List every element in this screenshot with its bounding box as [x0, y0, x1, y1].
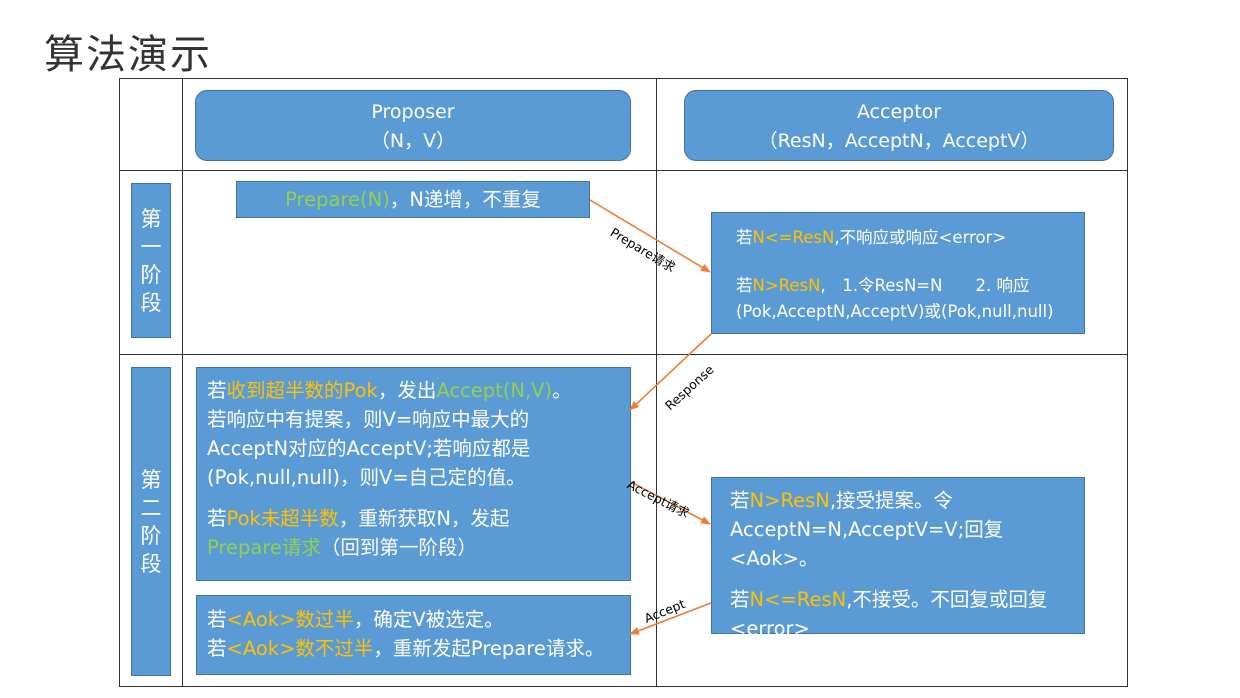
- proposer-result-box: 若<Aok>数过半，确定V被选定。 若<Aok>数不过半，重新发起Prepare…: [196, 595, 631, 675]
- acceptor-header: Acceptor （ResN，AcceptN，AcceptV）: [684, 90, 1114, 161]
- acceptor-prepare-box: 若N<=ResN,不响应或响应<error> 若N>ResN, 1.令ResN=…: [711, 212, 1085, 334]
- acceptor-state: （ResN，AcceptN，AcceptV）: [758, 130, 1040, 152]
- stage-one-char: 一: [140, 234, 162, 259]
- proposer-accept-line-1: 若收到超半数的Pok，发出Accept(N,V)。: [207, 379, 572, 402]
- proposer-prepare-box: Prepare(N)，N递增，不重复: [236, 181, 590, 218]
- proposer-name: Proposer: [371, 101, 455, 123]
- accept-request-arrow: [630, 481, 711, 525]
- proposer-result-line-2: 若<Aok>数不过半，重新发起Prepare请求。: [207, 637, 605, 660]
- stage-two-char: 二: [140, 495, 162, 520]
- acceptor-accept-line-4: <error>: [730, 617, 810, 640]
- proposer-accept-line-5: 若Pok未超半数，重新获取N，发起: [207, 507, 510, 530]
- acceptor-prepare-line-3: (Pok,AcceptN,AcceptV)或(Pok,null,null): [736, 302, 1054, 321]
- proposer-accept-line-6: Prepare请求（回到第一阶段）: [207, 536, 477, 559]
- acceptor-accept-line-1: 若N>ResN,接受提案。令: [730, 489, 954, 512]
- prepare-arrow: [589, 199, 711, 273]
- proposer-header: Proposer （N，V）: [195, 90, 631, 161]
- prepare-note: ，N递增，不重复: [389, 188, 541, 211]
- stage-one-char: 第: [140, 206, 162, 231]
- page-title: 算法演示: [44, 32, 212, 78]
- response-arrow: [629, 333, 712, 411]
- proposer-result-line-1: 若<Aok>数过半，确定V被选定。: [207, 608, 504, 631]
- acceptor-prepare-line-2: 若N>ResN, 1.令ResN=N 2. 响应: [736, 276, 1030, 295]
- proposer-state: （N，V）: [370, 130, 456, 152]
- acceptor-accept-box: 若N>ResN,接受提案。令 AcceptN=N,AcceptV=V;回复<Ao…: [711, 477, 1085, 640]
- proposer-accept-line-2: 若响应中有提案，则V=响应中最大的: [207, 408, 530, 431]
- acceptor-name: Acceptor: [856, 101, 942, 123]
- prepare-call: Prepare(N): [285, 188, 390, 211]
- stage-two-label: 第 二 阶 段: [131, 367, 171, 676]
- accept-arrow: [629, 602, 712, 635]
- acceptor-accept-line-2: AcceptN=N,AcceptV=V;回复<Aok>。: [730, 518, 1004, 570]
- stage-one-char: 阶: [140, 262, 162, 287]
- stage-one-char: 段: [140, 290, 162, 315]
- stage-one-label: 第 一 阶 段: [131, 183, 171, 338]
- stage-two-char: 第: [140, 467, 162, 492]
- stage-two-char: 段: [140, 551, 162, 576]
- proposer-accept-line-3: AcceptN对应的AcceptV;若响应都是: [207, 437, 531, 460]
- acceptor-accept-line-3: 若N<=ResN,不接受。不回复或回复: [730, 588, 1048, 611]
- stage-two-char: 阶: [140, 523, 162, 548]
- acceptor-prepare-line-1: 若N<=ResN,不响应或响应<error>: [736, 228, 1007, 247]
- proposer-accept-box: 若收到超半数的Pok，发出Accept(N,V)。 若响应中有提案，则V=响应中…: [196, 367, 631, 581]
- proposer-accept-line-4: (Pok,null,null)，则V=自己定的值。: [207, 466, 526, 489]
